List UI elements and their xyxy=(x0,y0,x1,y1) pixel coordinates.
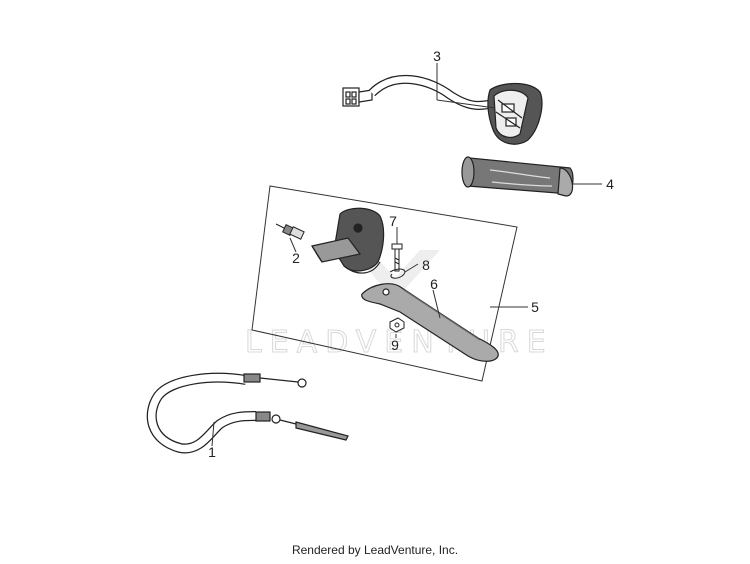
brake-cable-part-1 xyxy=(146,372,349,454)
callout-2: 2 xyxy=(292,250,300,266)
lever-assembly-frame xyxy=(251,185,518,382)
brake-switch-part-2 xyxy=(275,223,305,240)
callout-7: 7 xyxy=(389,213,397,229)
brake-lever-part-6 xyxy=(361,283,499,362)
switch-assembly-part-3 xyxy=(342,74,543,145)
nut-part-9 xyxy=(389,317,405,333)
callout-4: 4 xyxy=(606,176,614,192)
leader-line-2 xyxy=(289,237,297,253)
footer-credit: Rendered by LeadVenture, Inc. xyxy=(291,543,459,557)
spring-part-8 xyxy=(389,268,406,279)
callout-6: 6 xyxy=(430,276,438,292)
leader-line-1 xyxy=(211,421,215,447)
leader-line-8 xyxy=(404,263,419,273)
callout-3: 3 xyxy=(433,48,441,64)
callout-1: 1 xyxy=(208,444,216,460)
leader-lines xyxy=(211,63,602,447)
callout-5: 5 xyxy=(531,299,539,315)
lever-bracket xyxy=(311,207,385,274)
leader-line-6 xyxy=(432,289,441,319)
callout-9: 9 xyxy=(391,337,399,353)
hand-grip-part-4 xyxy=(461,156,574,197)
pivot-bolt-part-7 xyxy=(391,243,403,272)
callout-8: 8 xyxy=(422,257,430,273)
